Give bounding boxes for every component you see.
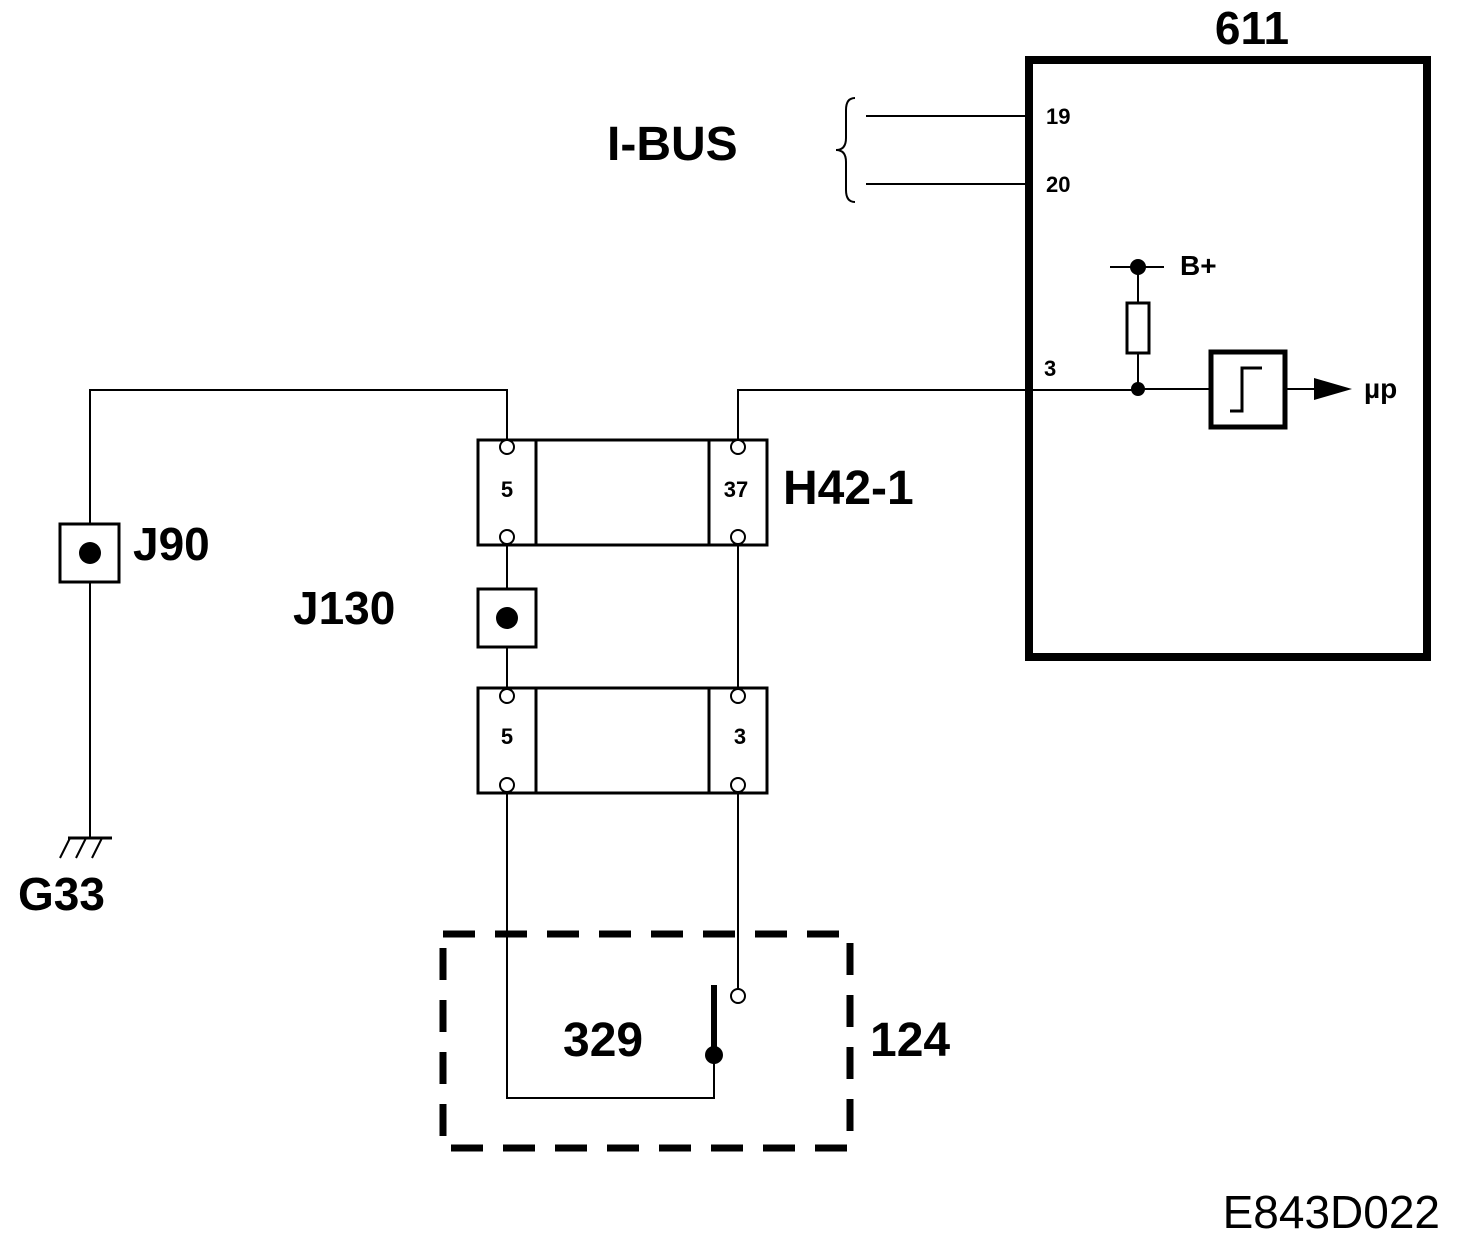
splice-label: J90 bbox=[133, 518, 210, 570]
pin-19-label: 19 bbox=[1046, 104, 1070, 129]
switch-label: 329 bbox=[563, 1014, 643, 1067]
splice-j130: J130 bbox=[293, 582, 538, 649]
pin-icon bbox=[499, 688, 515, 704]
ground-wire bbox=[89, 389, 508, 838]
splice-dot-icon bbox=[496, 607, 518, 629]
connector-label: H42-1 bbox=[783, 462, 914, 515]
pull-up-resistor bbox=[1125, 301, 1151, 355]
connector-h42-1: 5 37 H42-1 bbox=[476, 438, 914, 547]
connector-pin-label-left: 5 bbox=[501, 724, 513, 749]
pin-icon bbox=[730, 439, 746, 455]
pin-icon bbox=[730, 688, 746, 704]
splice-j90: J90 bbox=[58, 518, 210, 584]
connector-lower: 5 3 bbox=[476, 686, 769, 795]
hysteresis-icon bbox=[1230, 366, 1262, 413]
ibus-label: I-BUS bbox=[607, 118, 738, 171]
arrow-right-icon bbox=[1314, 378, 1352, 400]
pin-20-label: 20 bbox=[1046, 172, 1070, 197]
pin-icon bbox=[499, 529, 515, 545]
module-label: 611 bbox=[1215, 2, 1289, 54]
schmitt-trigger bbox=[1208, 349, 1288, 430]
pin-icon bbox=[499, 439, 515, 455]
wiring bbox=[89, 389, 1138, 1099]
signal-wire bbox=[737, 389, 1138, 440]
ground-g33: G33 bbox=[18, 836, 112, 920]
supply-label: B+ bbox=[1180, 250, 1217, 281]
splice-label: J130 bbox=[293, 582, 395, 634]
figure-code: E843D022 bbox=[1223, 1186, 1440, 1238]
connector-pin-label-left: 5 bbox=[501, 477, 513, 502]
brace-icon bbox=[835, 97, 856, 203]
module-611: 611 19 20 3 B+ µp bbox=[1025, 2, 1431, 661]
connector-pin-label-right: 3 bbox=[734, 724, 746, 749]
ground-label: G33 bbox=[18, 868, 105, 920]
switch-pivot bbox=[705, 1046, 723, 1064]
pin-icon bbox=[730, 777, 746, 793]
pin-3-label: 3 bbox=[1044, 356, 1056, 381]
switch-wire-left bbox=[506, 785, 715, 1099]
connector-pin-label-right: 37 bbox=[724, 477, 748, 502]
pin-icon bbox=[730, 529, 746, 545]
component-label: 124 bbox=[870, 1014, 950, 1067]
switch-terminal bbox=[730, 988, 746, 1004]
ibus: I-BUS bbox=[607, 97, 1029, 203]
component-124: 124 329 bbox=[439, 930, 950, 1152]
pin-icon bbox=[499, 777, 515, 793]
splice-dot-icon bbox=[79, 542, 101, 564]
output-label: µp bbox=[1364, 373, 1397, 404]
component-housing bbox=[439, 930, 854, 1152]
